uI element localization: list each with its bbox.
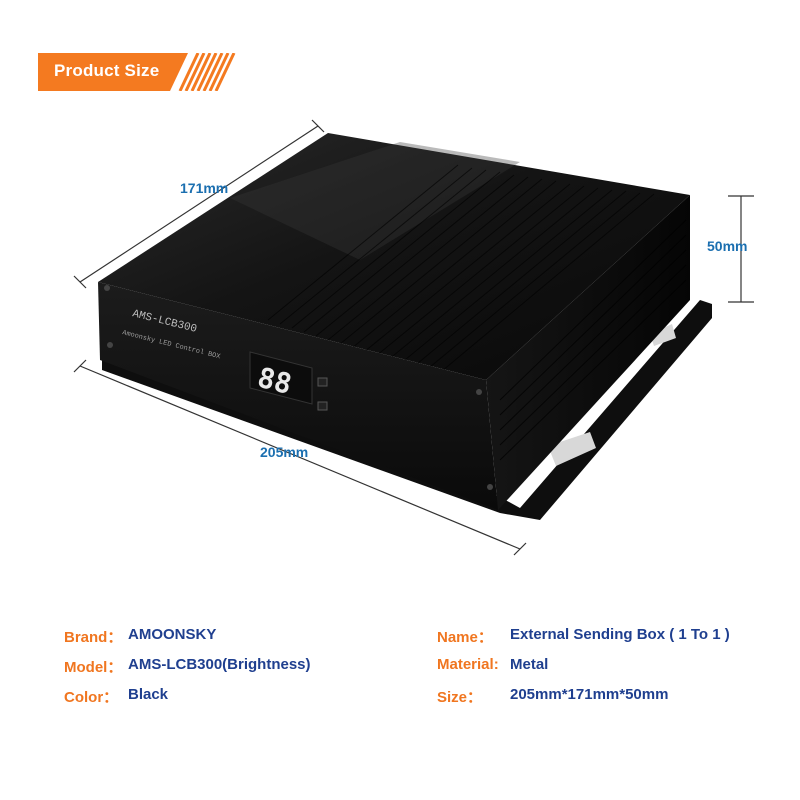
seven-segment-display: 88	[249, 351, 313, 405]
side-ribs	[499, 219, 687, 461]
screw	[487, 484, 493, 490]
box-side	[486, 195, 690, 510]
box-top	[98, 133, 690, 380]
banner-label: Product Size	[54, 61, 160, 80]
heatsink-ridges	[267, 164, 655, 377]
screw	[104, 285, 110, 291]
screw	[107, 342, 113, 348]
box-highlight	[230, 142, 520, 260]
product-image: AMS-LCB300 Amoonsky LED Control BOX 88	[73, 119, 754, 556]
product-size-banner: Product Size	[38, 52, 238, 92]
banner-shape	[38, 52, 236, 92]
front-button-up	[317, 377, 328, 387]
screw	[476, 389, 482, 395]
width-label: 205mm	[260, 444, 309, 460]
height-dimension-line	[728, 195, 754, 303]
width-dimension-line	[73, 359, 527, 556]
front-button-down	[317, 401, 328, 411]
flange-slot	[548, 432, 596, 466]
depth-label: 171mm	[180, 180, 229, 196]
mounting-flange	[102, 300, 712, 520]
depth-dimension-line	[73, 119, 325, 289]
flange-slot	[650, 324, 676, 346]
height-label: 50mm	[707, 238, 748, 254]
svg-text:88: 88	[254, 361, 295, 401]
